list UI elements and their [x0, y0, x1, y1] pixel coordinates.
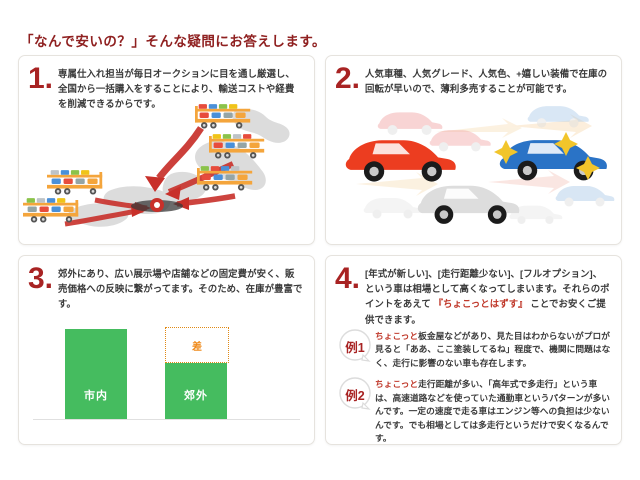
panel-4: 4. [年式が新しい]、[走行距離少ない]、[フルオプション]、という車は相場と… [325, 255, 622, 445]
examples-list: 例1 ちょこっと板金屋などがあり、見た目はわからないがプロが見ると「ああ、ここ塗… [326, 328, 621, 444]
panel-2: 2. 人気車種、人気グレード、人気色、+嬉しい装備で在庫の回転が早いので、薄利多… [325, 55, 622, 245]
example-1-text: ちょこっと板金屋などがあり、見た目はわからないがプロが見ると「ああ、ここ塗装して… [375, 328, 612, 370]
example-1-body: 板金屋などがあり、見た目はわからないがプロが見ると「ああ、ここ塗装してるね」程度… [375, 331, 611, 368]
panel-2-number: 2. [335, 62, 365, 95]
chart-baseline [33, 419, 300, 420]
panel-4-number-text: 4. [335, 262, 361, 295]
example-2-lead: ちょこっと [375, 379, 419, 390]
panel-3-head: 3. 郊外にあり、広い展示場や店舗などの固定費が安く、販売価格への反映に繋がって… [19, 256, 314, 312]
panel-2-head: 2. 人気車種、人気グレード、人気色、+嬉しい装備で在庫の回転が早いので、薄利多… [326, 56, 621, 96]
bar-label-suburb: 郊外 [184, 390, 208, 402]
example-1-lead: ちょこっと [375, 331, 419, 341]
example-2-badge-label: 例2 [345, 388, 365, 403]
difference-annotation-box: 差 [165, 327, 229, 363]
example-1-badge: 例1 [335, 328, 375, 364]
blue-car-icon [499, 140, 607, 181]
ghost-car [363, 106, 615, 225]
motion-arrows [356, 114, 592, 196]
example-2-text: ちょこっと走行距離が多い、「高年式で多走行」という車は、高速道路などを使っていた… [375, 376, 612, 444]
car-carrier-truck [23, 104, 265, 223]
panel-3-text: 郊外にあり、広い展示場や店舗などの固定費が安く、販売価格への反映に繋がってます。… [58, 268, 303, 310]
panel-4-text-part-2: ことでお安くご提供できます。 [365, 298, 606, 325]
difference-label: 差 [192, 341, 202, 353]
panel-2-number-text: 2. [335, 62, 361, 95]
panel-1-text: 専属仕入れ担当が毎日オークションに目を通し厳選し、全国から一括購入をすることによ… [58, 68, 295, 110]
gray-car-icon [417, 185, 520, 224]
cars-illustration [326, 98, 621, 238]
example-1-badge-label: 例1 [345, 340, 365, 355]
panel-1: 1. 専属仕入れ担当が毎日オークションに目を通し厳選し、全国から一括購入をするこ… [18, 55, 315, 245]
japan-map-svg [23, 104, 290, 227]
example-row-2: 例2 ちょこっと走行距離が多い、「高年式で多走行」という車は、高速道路などを使っ… [335, 376, 612, 444]
speech-bubble-icon [339, 329, 371, 362]
panel-4-number: 4. [335, 262, 365, 295]
destination-badge-icon [131, 198, 183, 212]
panel-4-text: [年式が新しい]、[走行距離少ない]、[フルオプション]、という車は相場として高… [365, 265, 610, 327]
bar-label-city: 市内 [84, 390, 108, 402]
panel-1-number: 1. [28, 62, 58, 95]
japan-map-illustration [19, 104, 314, 234]
panel-3-number-text: 3. [28, 262, 54, 295]
example-row-1: 例1 ちょこっと板金屋などがあり、見た目はわからないがプロが見ると「ああ、ここ塗… [335, 328, 612, 370]
panel-3: 3. 郊外にあり、広い展示場や店舗などの固定費が安く、販売価格への反映に繋がって… [18, 255, 315, 445]
panel-grid: 1. 専属仕入れ担当が毎日オークションに目を通し厳選し、全国から一括購入をするこ… [18, 55, 622, 445]
sparkle-icon [494, 132, 600, 180]
cars-svg [345, 106, 615, 225]
panel-1-head: 1. 専属仕入れ担当が毎日オークションに目を通し厳選し、全国から一括購入をするこ… [19, 56, 314, 112]
bar-chart: 市内 差 郊外 [19, 308, 314, 436]
panel-3-number: 3. [28, 262, 58, 295]
red-car-icon [345, 140, 456, 182]
example-2-badge: 例2 [335, 376, 375, 412]
panel-4-head: 4. [年式が新しい]、[走行距離少ない]、[フルオプション]、という車は相場と… [326, 256, 621, 327]
example-2-body: 走行距離が多い、「高年式で多走行」という車は、高速道路などを使っていた通勤車とい… [375, 379, 611, 444]
bar-suburb: 郊外 [165, 363, 227, 419]
bar-city: 市内 [65, 329, 127, 419]
panel-1-number-text: 1. [28, 62, 54, 95]
page-title: 「なんで安いの？」そんな疑問にお答えします。 [20, 34, 326, 49]
panel-4-text-part-0: [年式が新しい]、[走行距離少ない]、[フルオプション]、という車は相場として高… [365, 268, 610, 310]
speech-bubble-icon [339, 377, 371, 411]
panel-2-text: 人気車種、人気グレード、人気色、+嬉しい装備で在庫の回転が早いので、薄利多売する… [365, 68, 608, 95]
panel-4-text-part-1: 『ちょこっとはずす』 [433, 298, 528, 310]
